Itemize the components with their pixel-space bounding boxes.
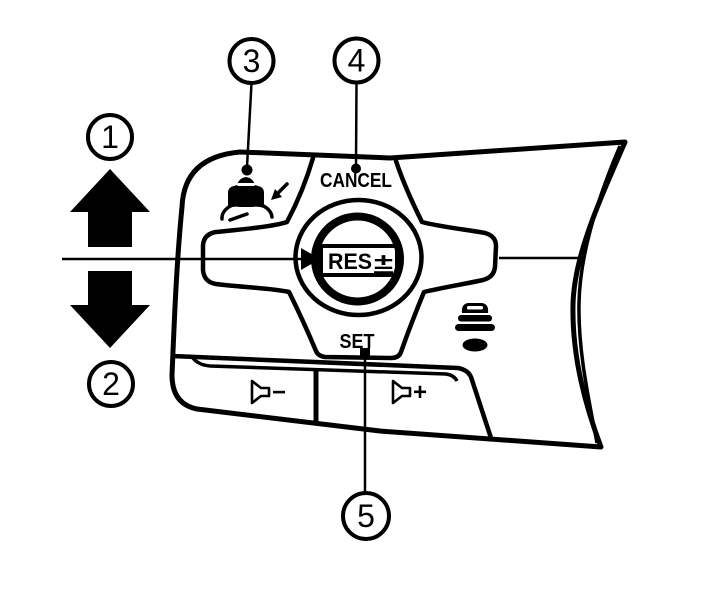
car-windshield-slit [237, 183, 255, 186]
callout-4-line [354, 82, 358, 167]
callout-3-number: 3 [243, 43, 261, 79]
volume-switch-bar: − + [171, 353, 495, 442]
callout-1: 1 [86, 113, 134, 161]
up-arrow-icon [70, 169, 150, 247]
car-icon [228, 177, 264, 208]
callout-3: 3 [227, 37, 276, 85]
lane-arrow-shaft [276, 182, 289, 195]
volume-bar-inner-line [190, 355, 459, 382]
res-label: RES [328, 249, 372, 274]
cancel-button-label: CANCEL [320, 170, 392, 192]
pad-outer-ring [293, 197, 424, 318]
lane-arrow-head [271, 189, 282, 200]
volume-up-sign: + [413, 379, 427, 406]
callout-3-line [245, 82, 253, 168]
callout-2-number: 2 [102, 366, 120, 402]
callout-5: 5 [341, 491, 391, 541]
volume-down-sign: − [272, 379, 286, 406]
speedometer-needle [228, 212, 249, 222]
resume-speed-toggle: RES ± [319, 244, 399, 277]
axis-arrowhead [301, 248, 320, 270]
volume-down-button: − [250, 379, 286, 406]
res-plus-minus-sign: ± [374, 249, 393, 274]
wheel-rim-inner-line [577, 145, 622, 444]
callout-leaders [245, 82, 370, 492]
callout-4-number: 4 [348, 43, 366, 79]
callout-2: 2 [87, 360, 135, 408]
toggle-direction-indicator [62, 169, 578, 348]
volume-up-button: + [391, 379, 427, 406]
voice-command-icon [455, 303, 495, 352]
speaker-minus-icon [250, 379, 271, 405]
speaker-plus-icon [391, 379, 412, 405]
set-button-label: SET [340, 331, 375, 353]
volume-bar-top-edge [171, 353, 495, 442]
callout-4-endpoint-dot [351, 163, 361, 174]
res-label-box [319, 244, 399, 277]
callout-3-endpoint-dot [241, 164, 253, 176]
callout-4: 4 [332, 36, 381, 85]
center-switch-pad [200, 155, 499, 361]
down-arrow-icon [70, 271, 150, 348]
switch-panel-outline [169, 139, 628, 450]
callout-5-endpoint-square [360, 348, 370, 358]
callout-5-number: 5 [357, 498, 375, 534]
propilot-assist-icon [220, 164, 289, 222]
speedometer-arc [220, 200, 274, 221]
callout-1-number: 1 [101, 119, 119, 155]
